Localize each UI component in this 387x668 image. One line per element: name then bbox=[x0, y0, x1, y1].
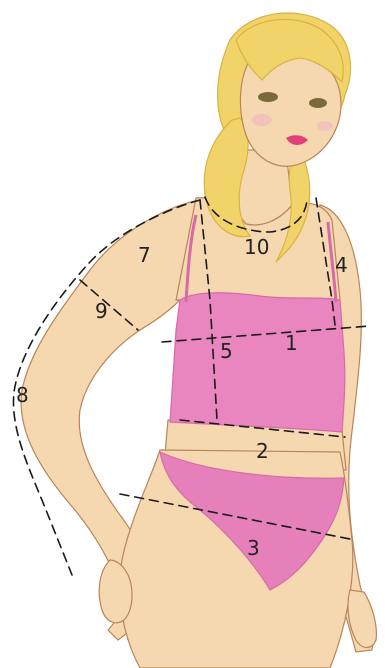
label-1: 1 bbox=[285, 331, 298, 355]
label-4: 4 bbox=[335, 253, 348, 277]
right-cheek-blush bbox=[317, 121, 333, 131]
label-3: 3 bbox=[247, 536, 260, 560]
label-7: 7 bbox=[138, 243, 151, 267]
label-10: 10 bbox=[244, 235, 269, 259]
label-2: 2 bbox=[256, 439, 269, 463]
label-9: 9 bbox=[95, 299, 108, 323]
left-cheek-blush bbox=[252, 114, 272, 126]
right-eye bbox=[309, 98, 327, 108]
camisole bbox=[170, 293, 345, 432]
head bbox=[236, 19, 343, 166]
label-8: 8 bbox=[16, 383, 29, 407]
left-eye bbox=[258, 92, 278, 102]
label-5: 5 bbox=[220, 339, 233, 363]
